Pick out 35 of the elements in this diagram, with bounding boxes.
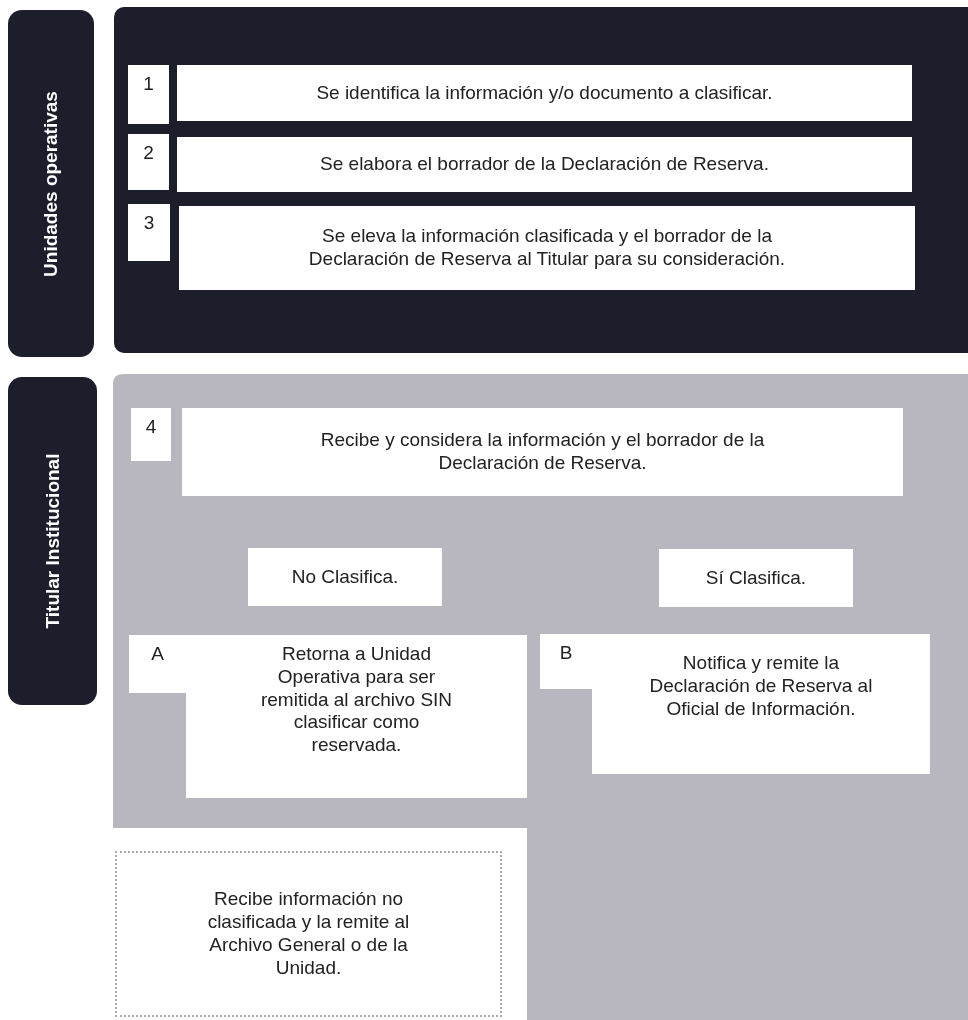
process-box xyxy=(186,635,527,798)
step-text: No Clasifica. xyxy=(291,565,399,589)
process-box xyxy=(592,634,930,774)
branch-letter xyxy=(129,635,186,693)
step-number xyxy=(128,65,169,124)
step-text: Retorna a Unidad Operativa para ser remitida al archivo SIN clasificar como reservada. xyxy=(259,643,454,757)
process-box xyxy=(177,65,912,121)
lane-panel xyxy=(114,7,968,353)
decision-box xyxy=(248,548,442,606)
lane-title: Titular Institucional xyxy=(41,453,64,629)
step-label: 2 xyxy=(143,142,154,165)
lane-label xyxy=(8,10,94,357)
process-box xyxy=(182,408,903,496)
step-text: Sí Clasifica. xyxy=(705,566,807,590)
step-text: Recibe y considera la información y el borrador de la Declaración de Reserva. xyxy=(319,429,766,475)
step-label: 4 xyxy=(145,416,157,439)
decision-box xyxy=(659,549,853,607)
step-text: Se elabora el borrador de la Declaración de Reserva. xyxy=(320,153,769,176)
step-text: Recibe información no clasificada y la remite al Archivo General o de la Unidad. xyxy=(206,888,411,980)
process-box xyxy=(179,206,915,290)
step-label: 3 xyxy=(143,212,155,235)
step-label: B xyxy=(559,642,573,665)
step-number xyxy=(128,204,170,261)
step-number xyxy=(131,408,171,461)
process-box xyxy=(115,851,502,1017)
step-text: Se identifica la información y/o documento a clasificar. xyxy=(316,81,773,105)
branch-letter xyxy=(540,634,592,689)
step-text: Notifica y remite la Declaración de Reserva al Oficial de Información. xyxy=(648,652,874,721)
step-text: Se eleva la información clasificada y el borrador de la Declaración de Reserva al Titular para su consideración. xyxy=(307,225,787,271)
lane-label xyxy=(8,377,97,705)
lane-title: Unidades operativas xyxy=(40,90,62,277)
step-label: A xyxy=(151,643,164,666)
step-label: 1 xyxy=(143,73,154,96)
step-number xyxy=(128,134,169,190)
process-box xyxy=(177,137,912,192)
